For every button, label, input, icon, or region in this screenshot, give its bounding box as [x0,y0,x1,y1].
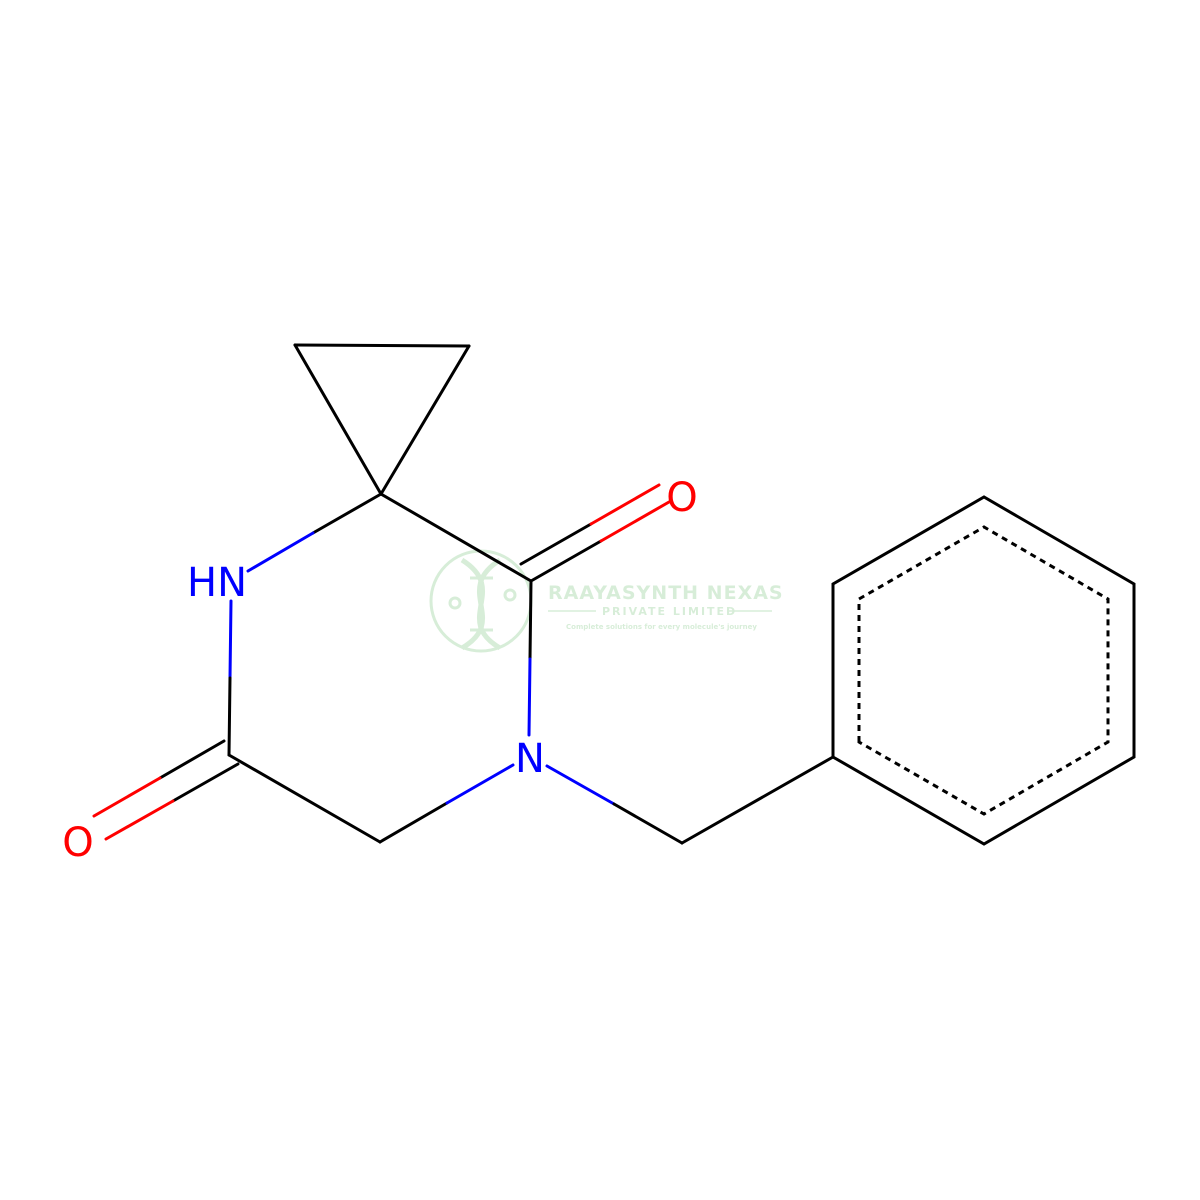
bond-spiro-nh-black [311,492,383,535]
bond-n-benzyl-black [612,802,684,845]
bond-benzyl-ring [680,755,835,845]
bond-carbonyl-n-blue [527,657,532,737]
bond-cyclopropane-2 [293,343,383,496]
watermark-subtitle: PRIVATE LIMITED [602,605,737,618]
bond-co-top-b-black [529,539,603,583]
atom-label-nh: HN [187,560,247,606]
dna-helix-icon [448,557,517,651]
bond-ch2-n-black [378,801,449,844]
bond-n-benzyl-blue [545,764,616,806]
benzene-aromatic-dashes [857,525,1110,816]
bond-co-top-b-red [599,500,671,543]
watermark-tagline: Complete solutions for every molecule's … [566,623,757,631]
atom-label-n: N [515,736,545,782]
bond-co-bottom-b-black [171,762,240,803]
atom-label-o-bottom: O [62,820,93,866]
bond-co-bottom-a-red [92,776,162,818]
bond-spiro-nh-blue [246,531,315,573]
bond-nh-carbonyl2-blue [228,599,233,680]
atom-labels: HN N O O [62,475,697,866]
bond-co-bottom-a-black [158,739,226,780]
bond-carbonyl-n-black [528,579,533,661]
bond-co-bottom-b-red [104,799,175,841]
bond-ch2-n-blue [445,763,515,805]
bond-cyclopropane-1 [293,343,471,348]
benzene-ring [831,495,1136,846]
bond-co-top-a-red [589,483,661,526]
bond-spiro-carbonyl [379,492,533,583]
bond-co-top-a-black [519,522,593,566]
atom-label-o-top: O [666,475,697,521]
watermark: RAAYASYNTH NEXAS PRIVATE LIMITED Complet… [429,549,784,653]
bond-cyclopropane-3 [379,344,471,496]
bonds [92,343,1136,846]
bond-nh-carbonyl2-black [227,676,232,757]
watermark-company: RAAYASYNTH NEXAS [548,582,784,604]
bond-carbonyl2-ch2 [227,753,382,844]
